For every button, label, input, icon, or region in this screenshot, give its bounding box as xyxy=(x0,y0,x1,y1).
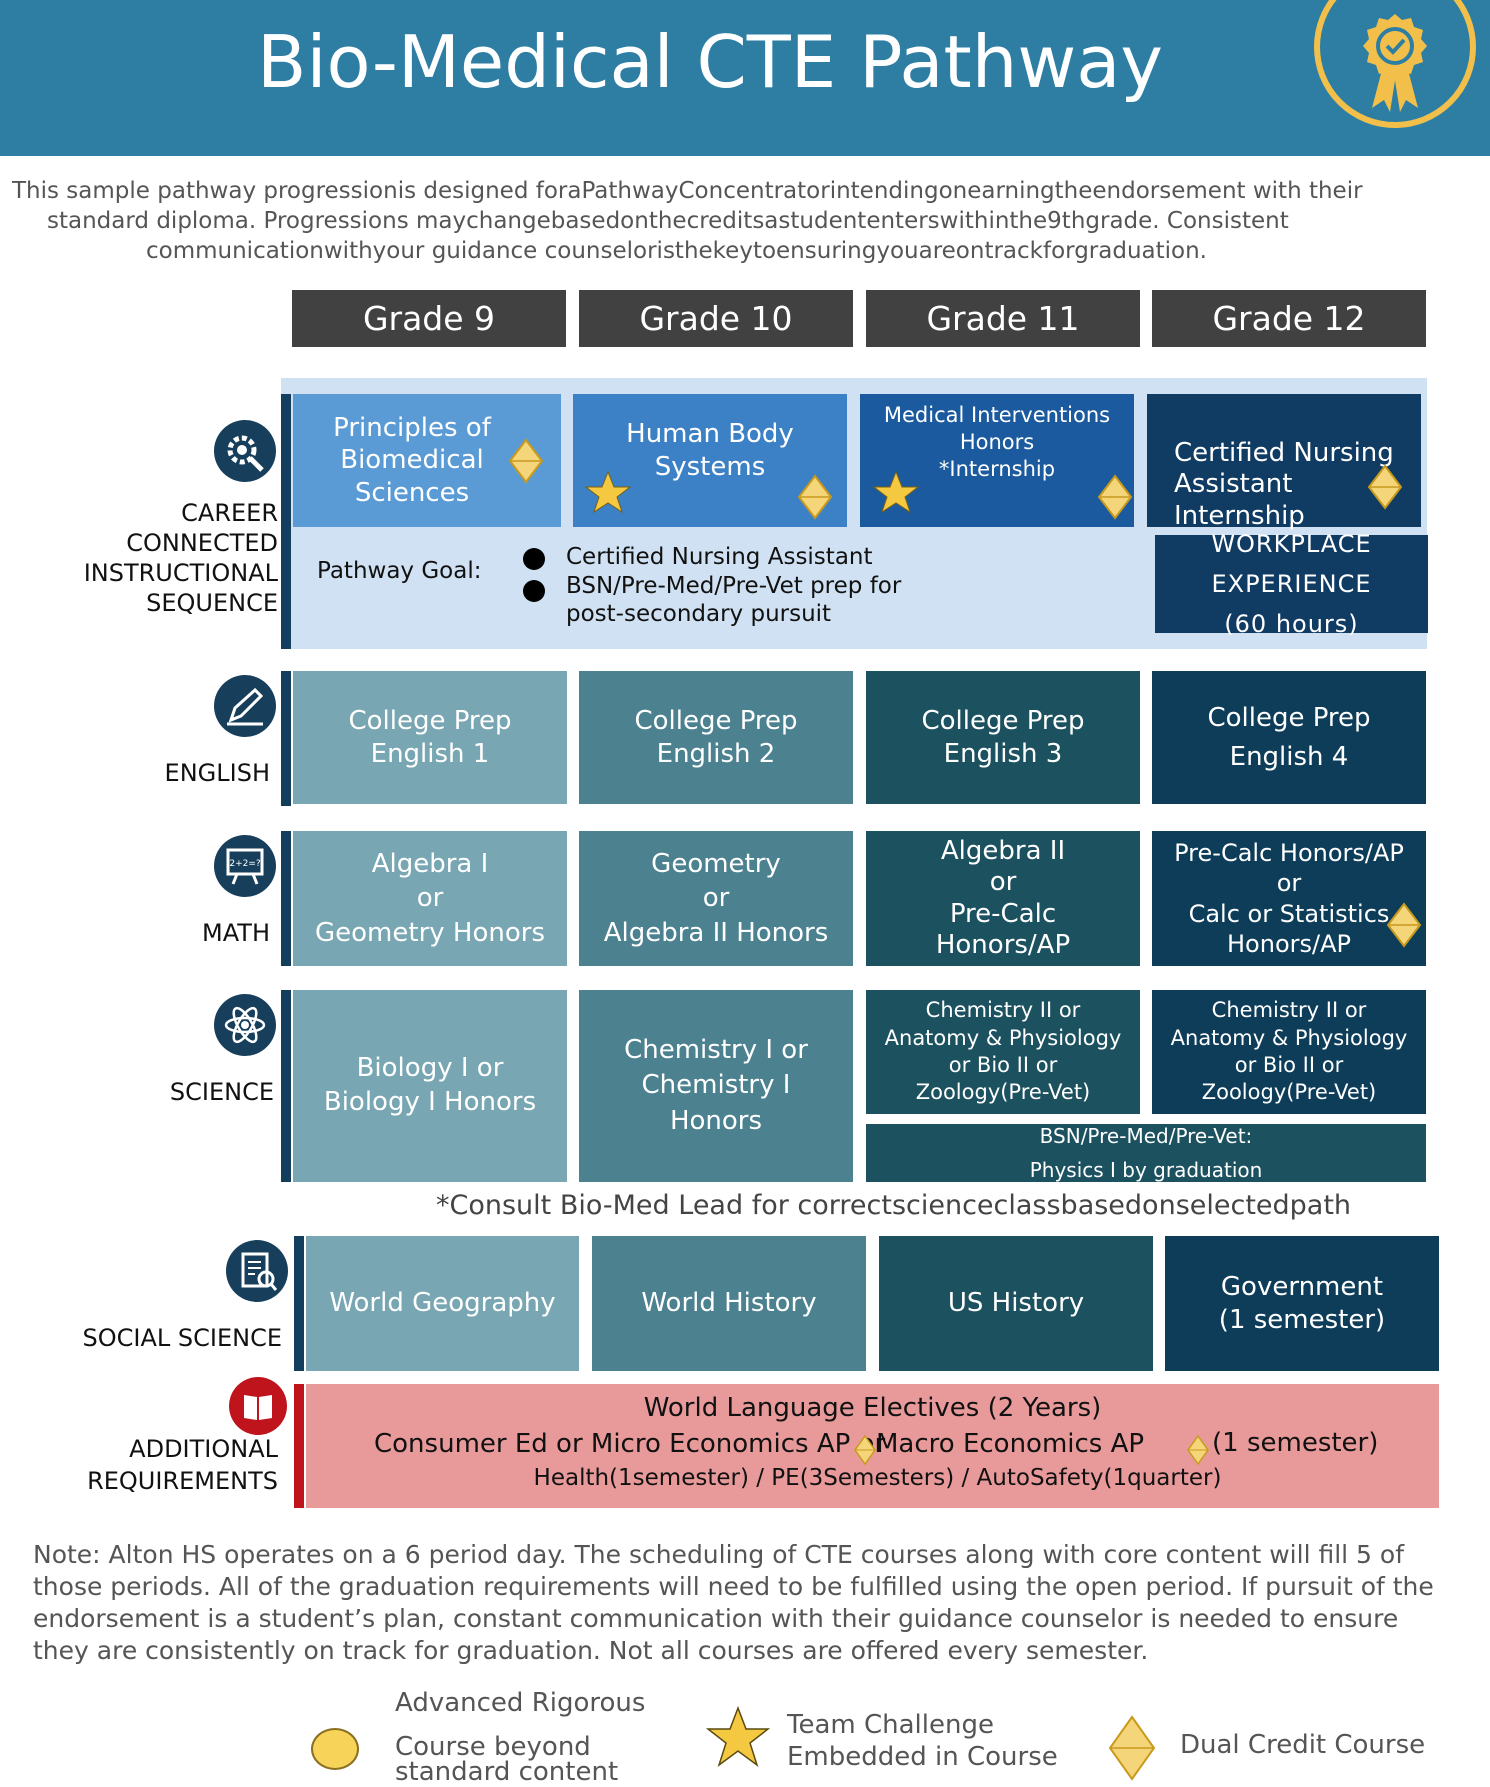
note-line-1: Note: Alton HS operates on a 6 period da… xyxy=(33,1540,1404,1569)
science-grade-11: Chemistry II or Anatomy & Physiology or … xyxy=(866,990,1140,1114)
english-grade-10: College Prep English 2 xyxy=(579,671,853,804)
grade-12-header: Grade 12 xyxy=(1152,290,1426,347)
category-english: ENGLISH xyxy=(164,759,270,787)
cte-course-label: Human Body Systems xyxy=(626,419,794,482)
science-left-bar xyxy=(281,990,291,1182)
health-pe-line: Health(1semester) / PE(3Semesters) / Aut… xyxy=(533,1465,1222,1491)
gear-wrench-icon xyxy=(214,420,276,482)
category-math: MATH xyxy=(202,919,270,947)
diamond-icon xyxy=(797,474,833,520)
legend-advanced-line-1: Advanced Rigorous xyxy=(395,1688,646,1718)
header-banner xyxy=(0,0,1490,156)
award-ribbon-icon xyxy=(1310,0,1480,154)
bullet-dot xyxy=(523,548,545,570)
star-icon xyxy=(585,470,631,514)
page-title: Bio-Medical CTE Pathway xyxy=(257,20,1163,104)
legend-team-line-1: Team Challenge xyxy=(787,1710,994,1740)
svg-text:2+2=?: 2+2=? xyxy=(229,859,261,869)
legend-advanced-line-2: Course beyond xyxy=(395,1732,591,1762)
intro-line-2: standard diploma. Progressions maychange… xyxy=(47,208,1289,234)
math-grade-11: Algebra II or Pre-Calc Honors/AP xyxy=(866,831,1140,966)
social-left-bar xyxy=(294,1236,304,1371)
chalkboard-icon: 2+2=? xyxy=(214,835,276,897)
math-grade-10: Geometry or Algebra II Honors xyxy=(579,831,853,966)
grade-10-header: Grade 10 xyxy=(579,290,853,347)
document-magnifier-icon xyxy=(226,1240,288,1302)
legend-advanced-line-3: standard content xyxy=(395,1757,619,1787)
science-grade-9: Biology I or Biology I Honors xyxy=(293,990,567,1182)
category-additional: ADDITIONAL REQUIREMENTS xyxy=(87,1435,278,1495)
workplace-experience-box: WORKPLACE EXPERIENCE (60 hours) xyxy=(1155,530,1428,638)
book-icon xyxy=(229,1377,287,1435)
grade-9-header: Grade 9 xyxy=(292,290,566,347)
additional-left-bar xyxy=(294,1384,304,1508)
economics-line: Consumer Ed or Micro Economics AP or xyxy=(374,1429,886,1459)
diamond-icon xyxy=(1187,1434,1209,1466)
social-grade-9: World Geography xyxy=(306,1236,579,1371)
category-science: SCIENCE xyxy=(169,1078,274,1106)
pathway-goal-label: Pathway Goal: xyxy=(317,558,482,584)
science-consult-note: *Consult Bio-Med Lead for correctscience… xyxy=(436,1190,1352,1221)
workplace-experience-label: WORKPLACE EXPERIENCE (60 hours) xyxy=(1211,530,1372,638)
circle-icon xyxy=(311,1728,359,1770)
macro-economics-label: Macro Economics AP xyxy=(876,1429,1145,1459)
english-grade-12: College Prep English 4 xyxy=(1152,671,1426,804)
math-left-bar xyxy=(281,831,291,966)
grade-11-header: Grade 11 xyxy=(866,290,1140,347)
legend-team-line-2: Embedded in Course xyxy=(787,1742,1058,1772)
cte-course-label: Certified Nursing Assistant Internship xyxy=(1174,437,1394,532)
legend-dual-credit: Dual Credit Course xyxy=(1180,1730,1426,1760)
social-grade-11: US History xyxy=(879,1236,1153,1371)
physics-requirement: BSN/Pre-Med/Pre-Vet: Physics I by gradua… xyxy=(866,1124,1426,1182)
pen-writing-icon xyxy=(214,675,276,737)
diamond-icon xyxy=(1386,902,1422,948)
science-grade-10: Chemistry I or Chemistry I Honors xyxy=(579,990,853,1182)
intro-line-1: This sample pathway progressionis design… xyxy=(12,178,1363,204)
intro-line-3: communicationwithyour guidance counselor… xyxy=(146,238,1207,264)
english-grade-9: College Prep English 1 xyxy=(293,671,567,804)
cte-course-label: Principles of Biomedical Sciences xyxy=(333,412,491,508)
pathway-goal-item: Certified Nursing Assistant xyxy=(566,544,873,570)
note-line-3: endorsement is a student’s plan, constan… xyxy=(33,1604,1399,1633)
diamond-icon xyxy=(1367,464,1403,510)
cte-left-bar xyxy=(281,394,291,649)
semester-label: (1 semester) xyxy=(1212,1428,1379,1458)
world-language-line: World Language Electives (2 Years) xyxy=(643,1393,1102,1423)
atom-icon xyxy=(214,994,276,1056)
bullet-dot xyxy=(523,580,545,602)
diamond-icon xyxy=(1097,474,1133,520)
social-grade-10: World History xyxy=(592,1236,866,1371)
pathway-goal-item: BSN/Pre-Med/Pre-Vet prep for post-second… xyxy=(566,573,902,627)
diamond-icon xyxy=(1108,1715,1156,1781)
math-grade-9: Algebra I or Geometry Honors xyxy=(293,831,567,966)
category-career: CAREER CONNECTED INSTRUCTIONAL SEQUENCE xyxy=(83,499,278,617)
star-icon xyxy=(873,470,919,514)
science-grade-12: Chemistry II or Anatomy & Physiology or … xyxy=(1152,990,1426,1114)
star-icon xyxy=(706,1706,770,1767)
diamond-icon xyxy=(854,1434,876,1466)
social-grade-12: Government (1 semester) xyxy=(1165,1236,1439,1371)
diamond-icon xyxy=(508,438,544,484)
cte-course-grade-12: Certified Nursing Assistant Internship xyxy=(1147,394,1421,531)
cte-course-label: Medical Interventions Honors *Internship xyxy=(883,402,1111,482)
english-grade-11: College Prep English 3 xyxy=(866,671,1140,804)
note-line-2: those periods. All of the graduation req… xyxy=(33,1572,1434,1601)
math-grade-12: Pre-Calc Honors/AP or Calc or Statistics… xyxy=(1152,831,1426,966)
note-line-4: they are consistently on track for gradu… xyxy=(33,1636,1149,1665)
english-left-bar xyxy=(281,671,291,806)
category-social-science: SOCIAL SCIENCE xyxy=(82,1324,283,1352)
